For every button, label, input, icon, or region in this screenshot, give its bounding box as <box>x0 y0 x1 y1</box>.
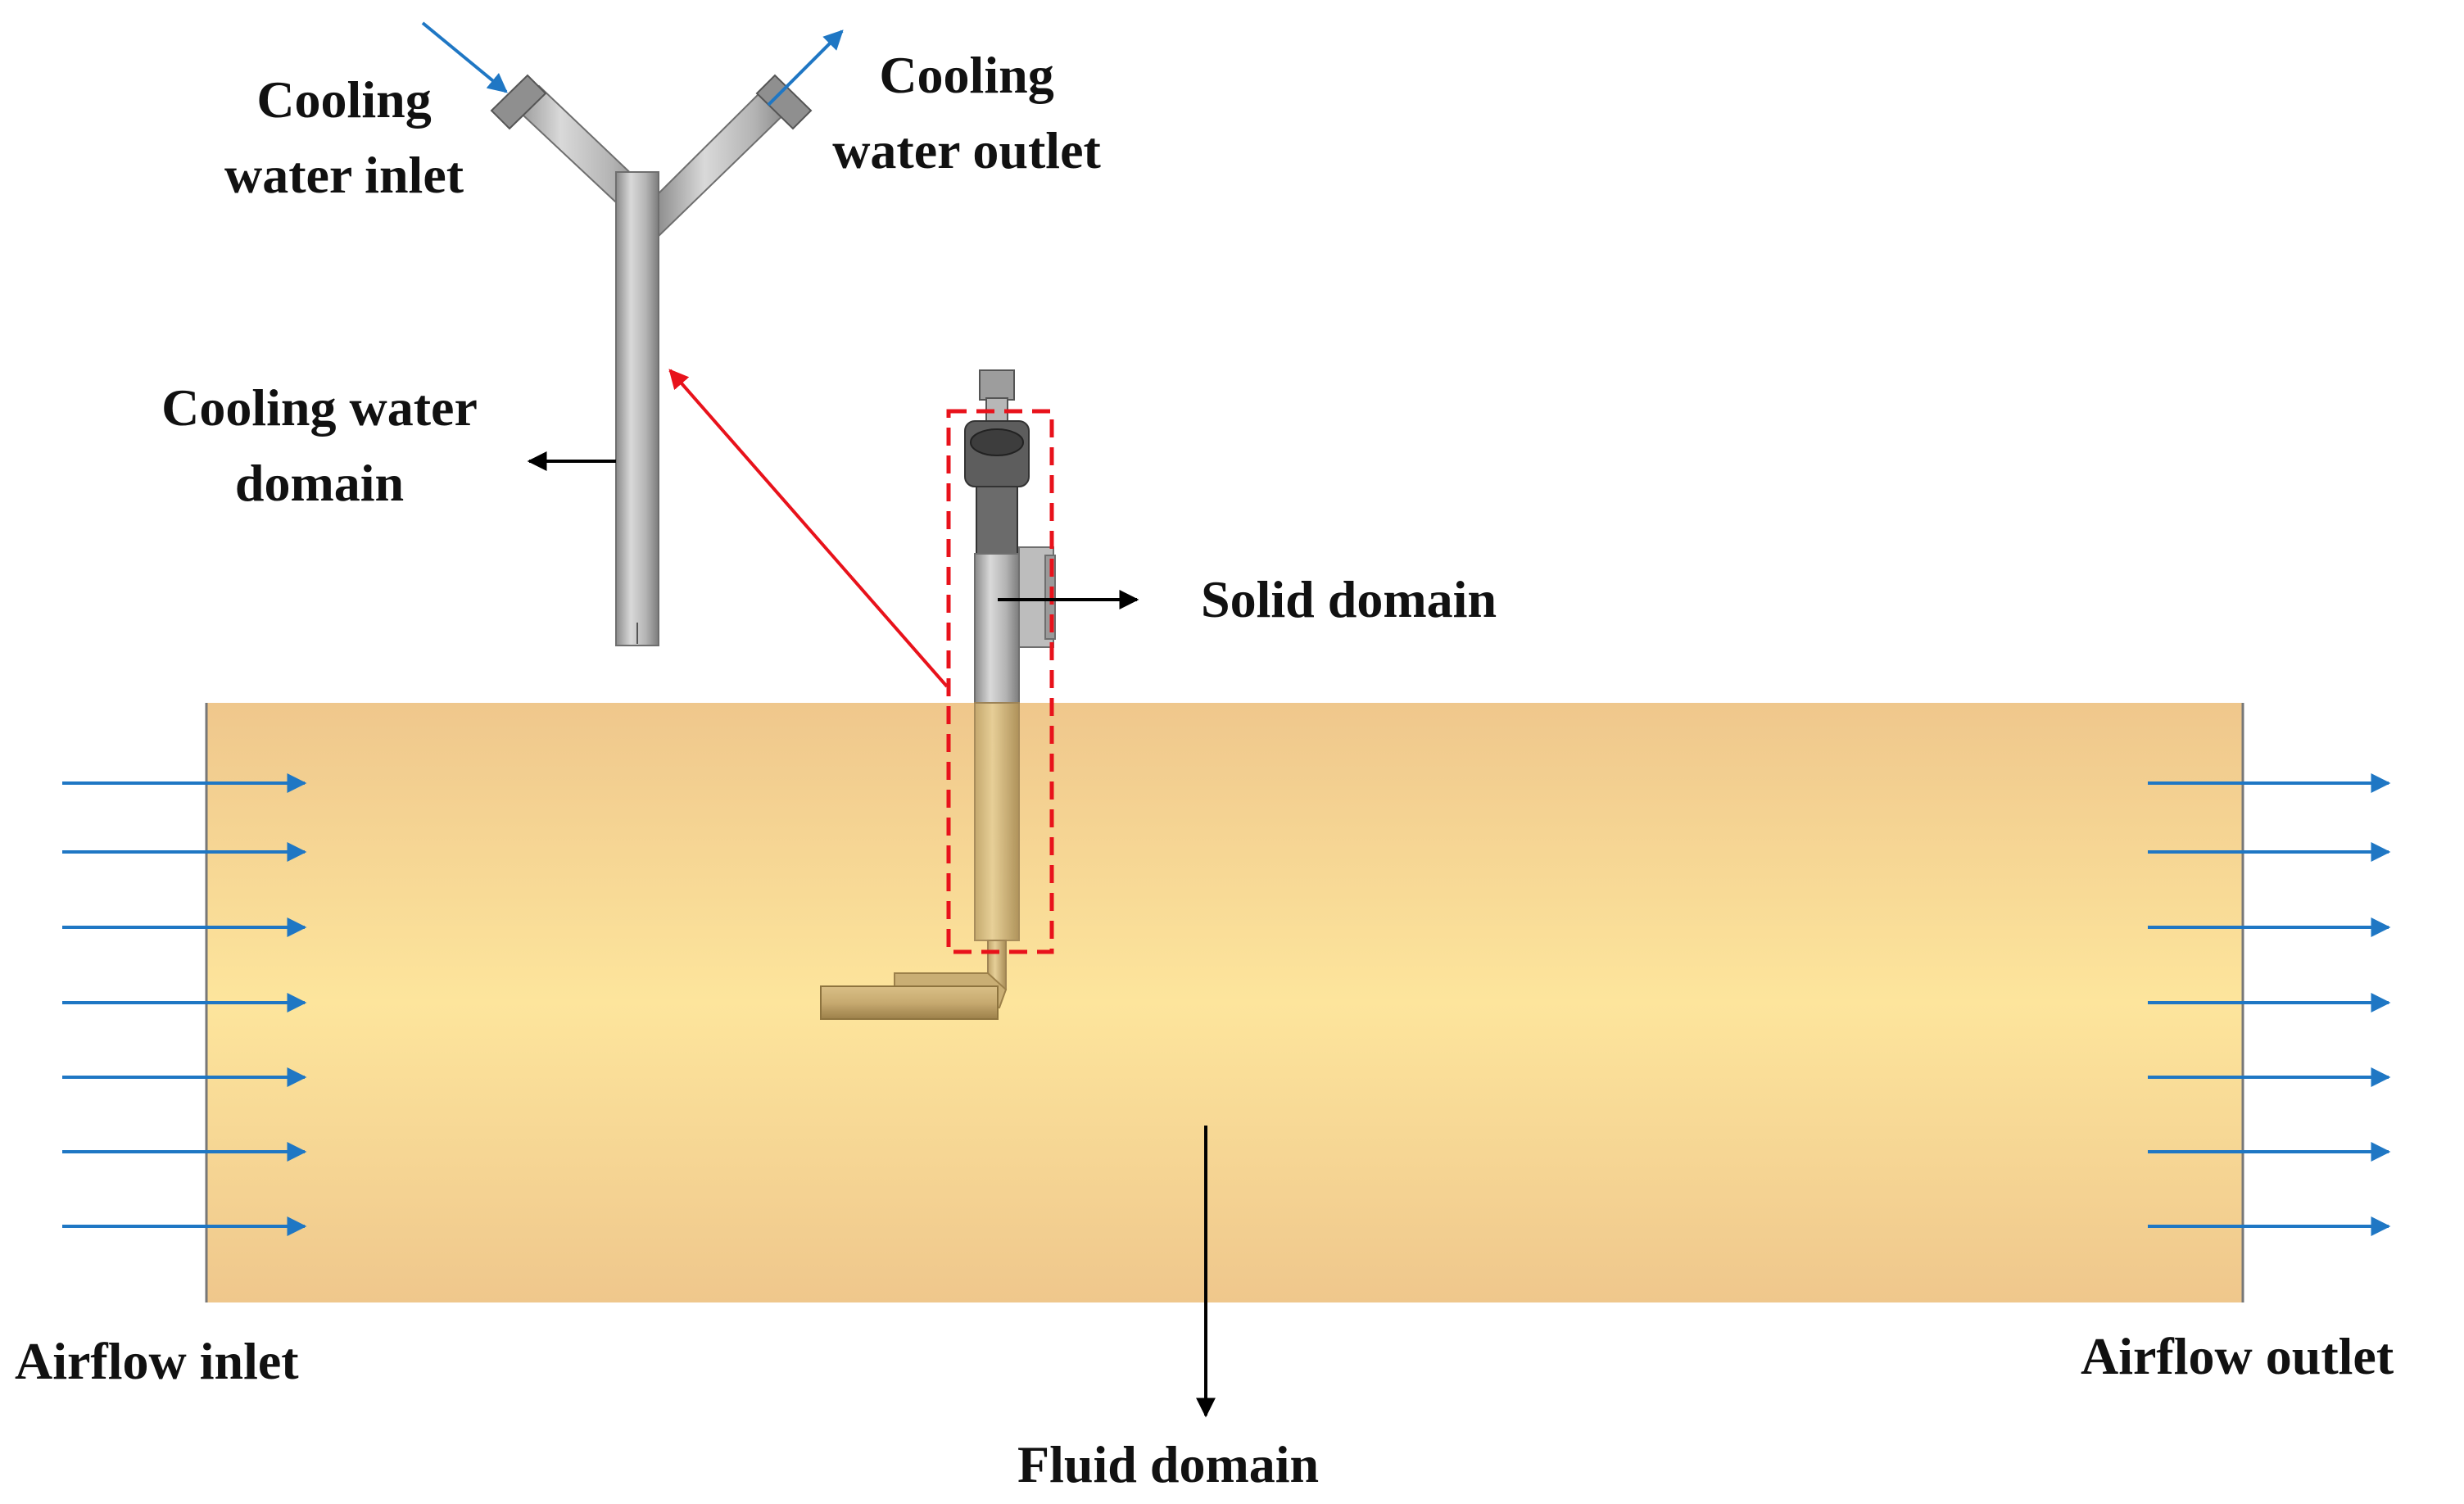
probe-bottom-bar <box>820 985 999 1020</box>
label-fluid-domain: Fluid domain <box>1017 1435 1320 1493</box>
solid-domain-probe <box>820 369 1056 1020</box>
label-cooling-water-outlet-line1: Cooling <box>879 46 1054 104</box>
label-cooling-water-inlet: Cooling water inlet <box>172 62 516 213</box>
pipe-stem <box>615 171 659 646</box>
probe-lower-body <box>974 702 1020 941</box>
probe-body <box>974 553 1020 704</box>
label-cooling-water-inlet-line1: Cooling <box>256 70 432 129</box>
cooling-outlet-arrow <box>767 29 844 106</box>
label-airflow-outlet: Airflow outlet <box>2081 1327 2394 1385</box>
airflow-inlet-arrows <box>62 773 307 1236</box>
probe-coupling-top <box>970 428 1024 456</box>
pipe-right-flange <box>755 74 813 130</box>
probe-top-nut <box>979 369 1015 401</box>
link-arrow-to-cooling-pipe <box>668 369 949 688</box>
label-cooling-water-domain: Cooling water domain <box>115 370 524 521</box>
label-cooling-water-domain-line1: Cooling water <box>161 378 478 437</box>
label-cooling-water-inlet-line2: water inlet <box>224 146 464 204</box>
label-cooling-water-domain-line2: domain <box>234 454 405 512</box>
label-cooling-water-outlet: Cooling water outlet <box>786 38 1147 188</box>
cooling-inlet-arrow <box>421 21 508 93</box>
pipe-left-flange <box>490 74 547 130</box>
fluid-domain-box <box>206 703 2243 1302</box>
solid-domain-highlight-box <box>946 409 1054 954</box>
label-airflow-inlet: Airflow inlet <box>15 1332 299 1390</box>
cooling-water-domain-pipe <box>490 74 813 646</box>
airflow-outlet-arrows <box>2148 773 2391 1236</box>
label-solid-domain: Solid domain <box>1201 570 1497 628</box>
label-cooling-water-outlet-line2: water outlet <box>832 121 1101 179</box>
probe-upper-tube <box>976 486 1018 555</box>
